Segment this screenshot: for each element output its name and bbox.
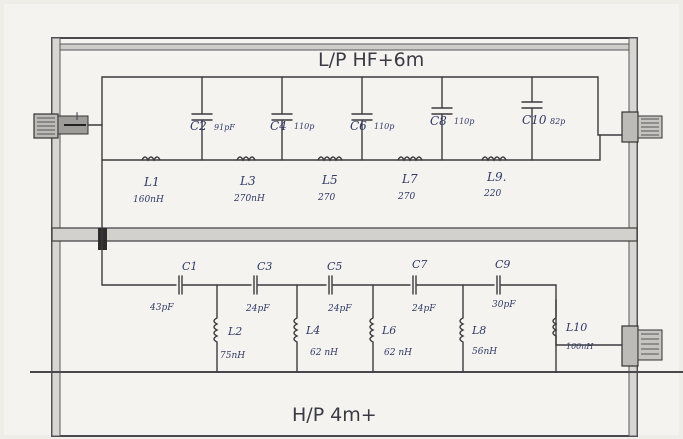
ind-name-l4: L4 — [305, 324, 320, 337]
ind-name-l2: L2 — [227, 325, 242, 338]
cap-value-c9: 30pF — [492, 300, 516, 310]
ind-value-l2: 75nH — [220, 351, 245, 361]
lowpass-title: L/P HF+6m — [318, 49, 424, 71]
cap-value-c6: 110p — [374, 122, 394, 131]
shield-partition — [51, 227, 638, 242]
ind-value-l10: 100nH — [566, 342, 594, 351]
highpass-capacitor-labels: C1 43pF C3 24pF C5 24pF C7 24pF C9 30pF — [149, 258, 516, 314]
cap-name-c9: C9 — [495, 258, 510, 271]
ind-name-l8: L8 — [471, 324, 486, 337]
cap-name-c3: C3 — [257, 260, 272, 273]
highpass-title: H/P 4m+ — [292, 404, 377, 426]
common-port-connector — [33, 113, 89, 139]
ind-value-l8: 56nH — [472, 347, 497, 357]
ind-value-l5: 270 — [317, 193, 335, 203]
lowpass-inductor-labels: L1 160nH L3 270nH L5 270 L7 270 L9. 220 — [133, 170, 506, 205]
lowpass-wiring — [87, 76, 623, 286]
lowpass-port-connector — [621, 111, 663, 143]
ind-value-l6: 62 nH — [384, 348, 412, 358]
highpass-wiring — [101, 275, 623, 373]
lowpass-capacitor-labels: C2 91pF C4 110p C6 110p C8 110p C10 82p — [190, 113, 565, 133]
ind-name-l6: L6 — [381, 324, 396, 337]
ind-name-l9: L9. — [486, 170, 506, 184]
ind-name-l3: L3 — [239, 174, 256, 188]
cap-value-c3: 24pF — [245, 304, 270, 314]
cap-name-c6: C6 — [350, 119, 367, 133]
cap-name-c1: C1 — [182, 260, 197, 273]
cap-name-c7: C7 — [412, 258, 427, 271]
ind-name-l1: L1 — [143, 175, 160, 189]
paper — [4, 4, 679, 435]
ind-value-l3: 270nH — [233, 194, 265, 204]
highpass-port-connector — [621, 325, 663, 367]
cap-value-c1: 43pF — [149, 303, 174, 313]
enclosure-frame — [30, 37, 683, 437]
cap-value-c7: 24pF — [411, 304, 436, 314]
cap-name-c8: C8 — [430, 114, 447, 128]
cap-name-c5: C5 — [327, 260, 342, 273]
positive-terminal-mark: + — [72, 109, 82, 123]
cap-value-c8: 110p — [454, 117, 474, 126]
ind-name-l7: L7 — [401, 172, 418, 186]
cap-value-c10: 82p — [550, 117, 565, 126]
cap-value-c5: 24pF — [327, 304, 352, 314]
cap-name-c10: C10 — [522, 113, 547, 127]
ind-name-l10: L10 — [565, 321, 587, 334]
cap-name-c2: C2 — [190, 119, 207, 133]
ind-value-l7: 270 — [397, 192, 415, 202]
ind-value-l9: 220 — [483, 189, 501, 199]
ind-name-l5: L5 — [321, 173, 338, 187]
ind-value-l4: 62 nH — [310, 348, 338, 358]
cap-value-c2: 91pF — [214, 123, 235, 132]
cap-value-c4: 110p — [294, 122, 314, 131]
ind-value-l1: 160nH — [133, 195, 164, 205]
highpass-inductor-labels: L2 75nH L4 62 nH L6 62 nH L8 56nH L10 10… — [220, 321, 594, 361]
cap-name-c4: C4 — [270, 119, 287, 133]
